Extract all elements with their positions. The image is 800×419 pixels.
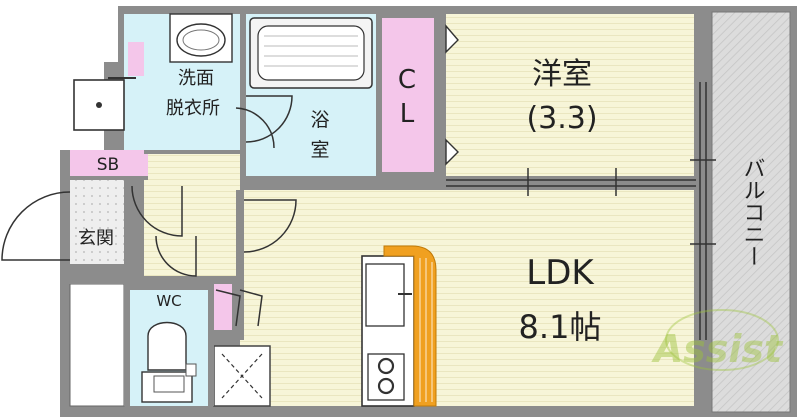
doors <box>1 95 297 327</box>
bath-label-1: 浴 <box>310 109 329 131</box>
ldk-floor <box>240 190 694 406</box>
washroom-label-2: 脱衣所 <box>166 98 220 119</box>
shoebox-floor <box>70 150 148 176</box>
wash-door <box>235 107 275 149</box>
watermark-text: Assist <box>651 327 784 371</box>
shoebox-label: SB <box>97 155 119 175</box>
western-room-floor <box>446 14 694 184</box>
washing-machine-pan <box>73 77 136 131</box>
hall-door <box>131 185 183 237</box>
toilet-label: WC <box>156 292 181 310</box>
pipe-shaft <box>221 353 263 399</box>
entrance-door <box>1 191 71 261</box>
washroom-label-1: 洗面 <box>178 68 214 89</box>
closet-label-c: C <box>398 65 416 95</box>
bath-label-2: 室 <box>310 139 329 161</box>
pink-strip-wash <box>128 42 144 76</box>
pink-strip-wc <box>214 284 232 330</box>
ldk-size: 8.1帖 <box>519 308 602 346</box>
wc-door <box>155 235 197 277</box>
room-labels: 洋室 (3.3) LDK 8.1帖 C L 浴 室 洗面 脱衣所 SB 玄関 W… <box>78 57 765 346</box>
bath-door <box>245 95 293 143</box>
ldk-name: LDK <box>526 253 595 293</box>
entrance-label: 玄関 <box>78 228 114 249</box>
kitchen-counter <box>361 245 437 407</box>
inner-walls <box>64 14 694 406</box>
western-room-name: 洋室 <box>532 57 592 92</box>
closet-doors <box>445 24 459 166</box>
balcony-label: バルコニー <box>740 157 765 267</box>
closet-floor <box>380 18 434 172</box>
bathtub <box>249 17 373 89</box>
hallway-floor <box>144 150 240 276</box>
entrance-floor <box>70 180 124 264</box>
storage-door <box>215 289 241 327</box>
window-lines <box>446 82 716 340</box>
western-room-size: (3.3) <box>526 101 597 136</box>
floors <box>69 14 694 407</box>
washbasin <box>169 13 233 63</box>
watermark-logo: Assist <box>651 309 784 371</box>
balcony <box>711 11 791 413</box>
ldk-door <box>243 199 297 253</box>
toilet-fixture <box>141 321 197 403</box>
closet-label-l: L <box>400 99 415 129</box>
storage-left <box>69 283 125 407</box>
